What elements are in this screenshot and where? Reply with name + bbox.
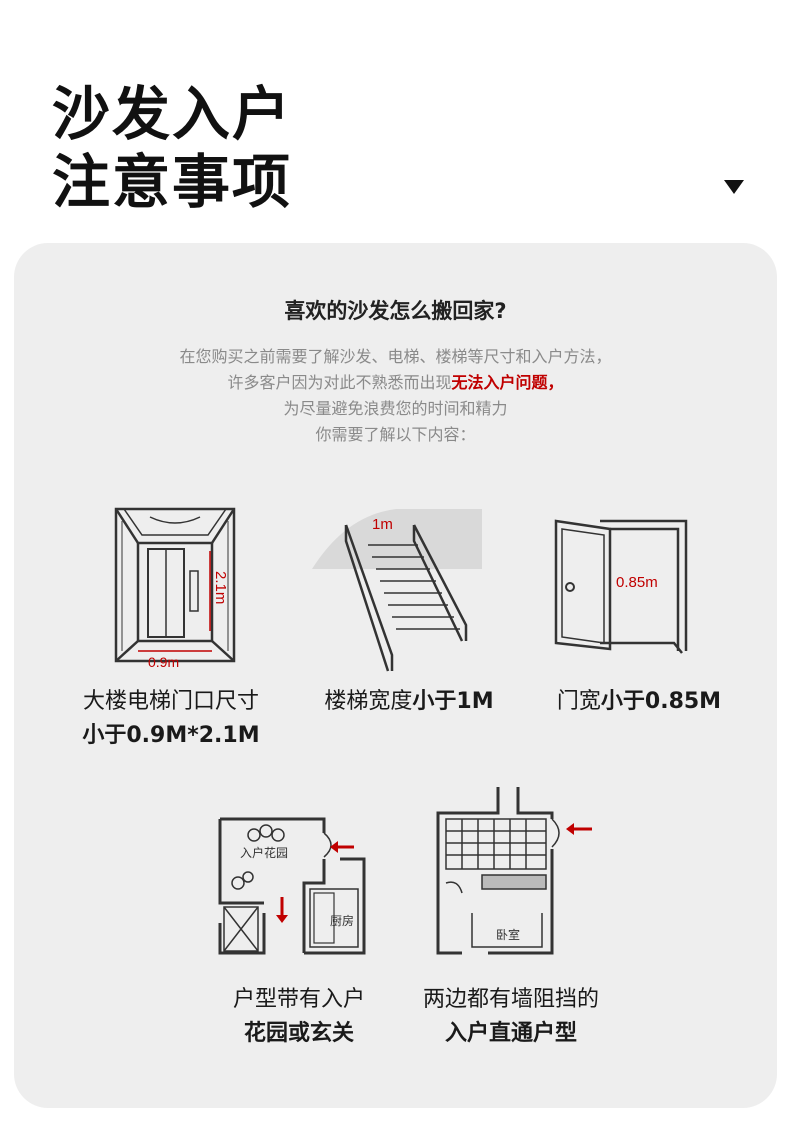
bedroom-room-label: 卧室	[496, 927, 520, 942]
caption-door-bold: 小于0.85M	[600, 689, 722, 714]
stairs-icon: 1m	[312, 509, 482, 672]
intro-line-3: 为尽量避免浪费您的时间和精力	[283, 399, 508, 418]
caption-door: 门宽小于0.85M	[514, 685, 764, 719]
garden-room-label: 入户花园	[240, 845, 288, 860]
door-width-label: 0.85m	[616, 574, 658, 591]
caption-garden: 户型带有入户 花园或玄关	[174, 983, 424, 1051]
red-arrow-icon	[276, 841, 354, 923]
caption-corridor: 两边都有墙阻挡的 入户直通户型	[386, 983, 636, 1051]
stairs-width-label: 1m	[372, 516, 393, 533]
intro-line-2-prefix: 许多客户因为对此不熟悉而出现	[227, 373, 452, 392]
kitchen-room-label: 厨房	[330, 913, 354, 928]
intro-highlight: 无法入户问题，	[451, 373, 564, 392]
door-icon: 0.85m	[554, 519, 688, 654]
caption-stairs-plain: 楼梯宽度	[324, 689, 413, 714]
title-line-2: 注意事项	[52, 148, 293, 216]
caption-garden-bold: 花园或玄关	[243, 1021, 354, 1046]
caption-elevator-bold: 小于0.9M*2.1M	[82, 723, 260, 748]
intro-line-2: 许多客户因为对此不熟悉而出现无法入户问题，	[14, 370, 777, 396]
caption-door-plain: 门宽	[556, 689, 601, 714]
intro-line-4: 你需要了解以下内容：	[315, 425, 476, 444]
garden-floorplan-icon: 入户花园 厨房	[218, 817, 366, 955]
caption-corridor-plain: 两边都有墙阻挡的	[422, 987, 599, 1012]
down-triangle-icon	[724, 180, 744, 194]
card-intro: 在您购买之前需要了解沙发、电梯、楼梯等尺寸和入户方法， 许多客户因为对此不熟悉而…	[14, 344, 777, 448]
info-card: 喜欢的沙发怎么搬回家? 在您购买之前需要了解沙发、电梯、楼梯等尺寸和入户方法， …	[14, 243, 777, 1108]
page-title: 沙发入户 注意事项	[52, 80, 292, 216]
caption-elevator: 大楼电梯门口尺寸 小于0.9M*2.1M	[46, 685, 296, 753]
intro-line-1: 在您购买之前需要了解沙发、电梯、楼梯等尺寸和入户方法，	[179, 347, 612, 366]
elevator-icon: 2.1m 0.9m	[114, 507, 236, 670]
caption-elevator-plain: 大楼电梯门口尺寸	[82, 689, 259, 714]
caption-garden-plain: 户型带有入户	[232, 987, 365, 1012]
caption-corridor-bold: 入户直通户型	[444, 1021, 577, 1046]
caption-stairs-bold: 小于1M	[412, 689, 494, 714]
elevator-width-label: 0.9m	[148, 654, 179, 670]
elevator-height-label: 2.1m	[212, 571, 229, 604]
corridor-floorplan-icon: 卧室	[436, 787, 592, 955]
title-line-1: 沙发入户	[52, 80, 293, 148]
caption-stairs: 楼梯宽度小于1M	[284, 685, 534, 719]
card-question: 喜欢的沙发怎么搬回家?	[284, 299, 507, 323]
